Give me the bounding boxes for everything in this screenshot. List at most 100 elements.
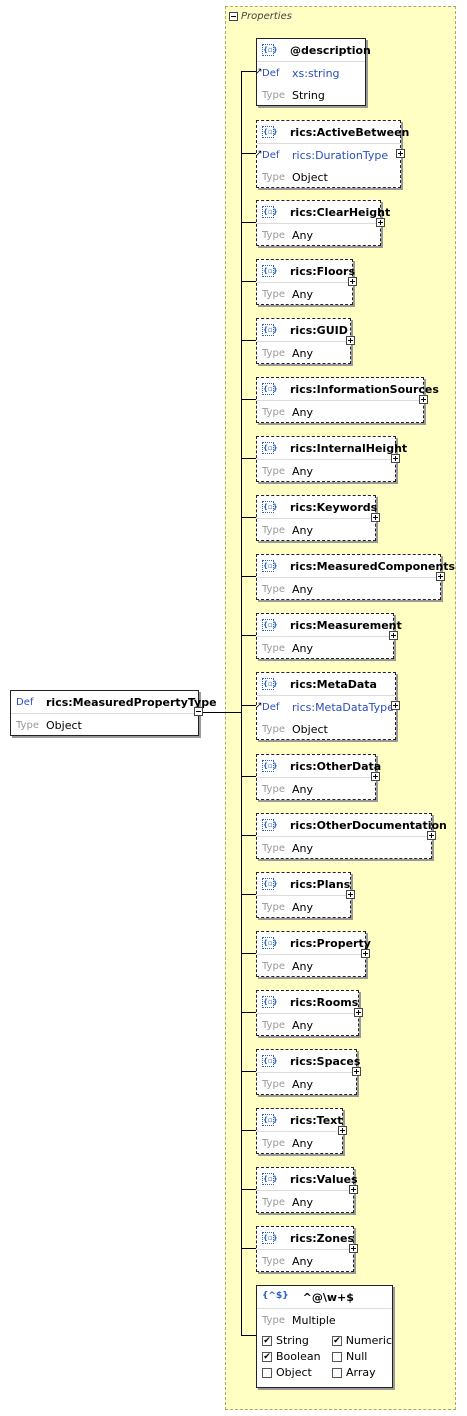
property-type: Any <box>292 641 314 655</box>
branch-connector <box>241 1012 256 1013</box>
element-icon: {▫} <box>262 619 278 631</box>
def-label: Def <box>262 701 280 713</box>
type-check-array[interactable]: Array <box>332 1366 392 1379</box>
property-name: @description <box>290 43 371 57</box>
property-def: rics:DurationType <box>292 148 389 162</box>
property-name: rics:InformationSources <box>290 382 439 396</box>
checkbox[interactable] <box>262 1367 272 1378</box>
type-check-numeric[interactable]: ✔Numeric <box>332 1334 392 1347</box>
checkbox[interactable] <box>332 1367 342 1378</box>
type-label: Type <box>262 465 285 477</box>
expand-icon[interactable] <box>396 149 405 158</box>
reference-arrow-icon: ↗ <box>255 149 263 159</box>
expand-icon[interactable] <box>361 949 370 958</box>
checkbox[interactable]: ✔ <box>262 1351 272 1362</box>
def-label: Def <box>262 149 280 161</box>
branch-connector <box>241 635 256 636</box>
checkbox[interactable]: ✔ <box>262 1335 272 1346</box>
expand-icon[interactable] <box>346 890 355 899</box>
property-name: rics:Text <box>290 1113 343 1127</box>
element-icon: {▫} <box>262 678 278 690</box>
root-connector <box>203 712 241 713</box>
type-label: Type <box>262 842 285 854</box>
expand-icon[interactable] <box>349 1185 358 1194</box>
collapse-root-icon[interactable] <box>194 707 203 716</box>
element-icon: {▫} <box>262 1173 278 1185</box>
type-check-null[interactable]: Null <box>332 1350 392 1363</box>
checkbox-label: Boolean <box>276 1350 321 1363</box>
expand-icon[interactable] <box>346 336 355 345</box>
expand-icon[interactable] <box>349 1244 358 1253</box>
property-name: rics:Plans <box>290 877 351 891</box>
type-check-object[interactable]: Object <box>262 1366 332 1379</box>
expand-icon[interactable] <box>376 218 385 227</box>
branch-connector <box>241 1130 256 1131</box>
expand-icon[interactable] <box>436 572 445 581</box>
type-label: Type <box>262 1019 285 1031</box>
expand-icon[interactable] <box>371 513 380 522</box>
root-type-row: Type Object <box>11 713 198 736</box>
expand-icon[interactable] <box>371 772 380 781</box>
element-icon: {▫} <box>262 383 278 395</box>
property-def: xs:string <box>292 66 340 80</box>
expand-icon[interactable] <box>427 831 436 840</box>
expand-icon[interactable] <box>391 701 400 710</box>
element-icon: {▫} <box>262 878 278 890</box>
expand-icon[interactable] <box>391 454 400 463</box>
expand-icon[interactable] <box>389 631 398 640</box>
property-name: rics:MeasuredComponents <box>290 559 456 573</box>
checkbox[interactable]: ✔ <box>332 1335 342 1346</box>
type-label: Type <box>262 171 285 183</box>
type-label: Type <box>262 1255 285 1267</box>
checkbox[interactable] <box>332 1351 342 1362</box>
branch-connector <box>241 776 256 777</box>
branch-connector <box>241 340 256 341</box>
expand-icon[interactable] <box>352 1067 361 1076</box>
property-name: rics:Zones <box>290 1231 355 1245</box>
property-name: rics:ClearHeight <box>290 205 391 219</box>
branch-connector <box>241 1189 256 1190</box>
property-name-row: {▫}rics:Property <box>257 932 371 954</box>
expand-icon[interactable] <box>354 1008 363 1017</box>
type-check-boolean[interactable]: ✔ Boolean <box>262 1350 332 1363</box>
type-label: Type <box>262 89 285 101</box>
element-icon: {▫} <box>262 265 278 277</box>
expand-icon[interactable] <box>338 1126 347 1135</box>
property-def-row: Def rics:DurationType <box>257 143 400 166</box>
root-node[interactable]: Def rics:MeasuredPropertyType Type Objec… <box>10 690 217 736</box>
property-name-row: {▫}rics:Keywords <box>257 496 377 518</box>
type-check-string[interactable]: ✔String <box>262 1334 332 1347</box>
expand-icon[interactable] <box>419 395 428 404</box>
collapse-properties-icon[interactable] <box>229 11 238 21</box>
pattern-icon: {^$} <box>262 1291 289 1301</box>
element-icon: {▫} <box>262 760 278 772</box>
expand-icon[interactable] <box>348 277 357 286</box>
